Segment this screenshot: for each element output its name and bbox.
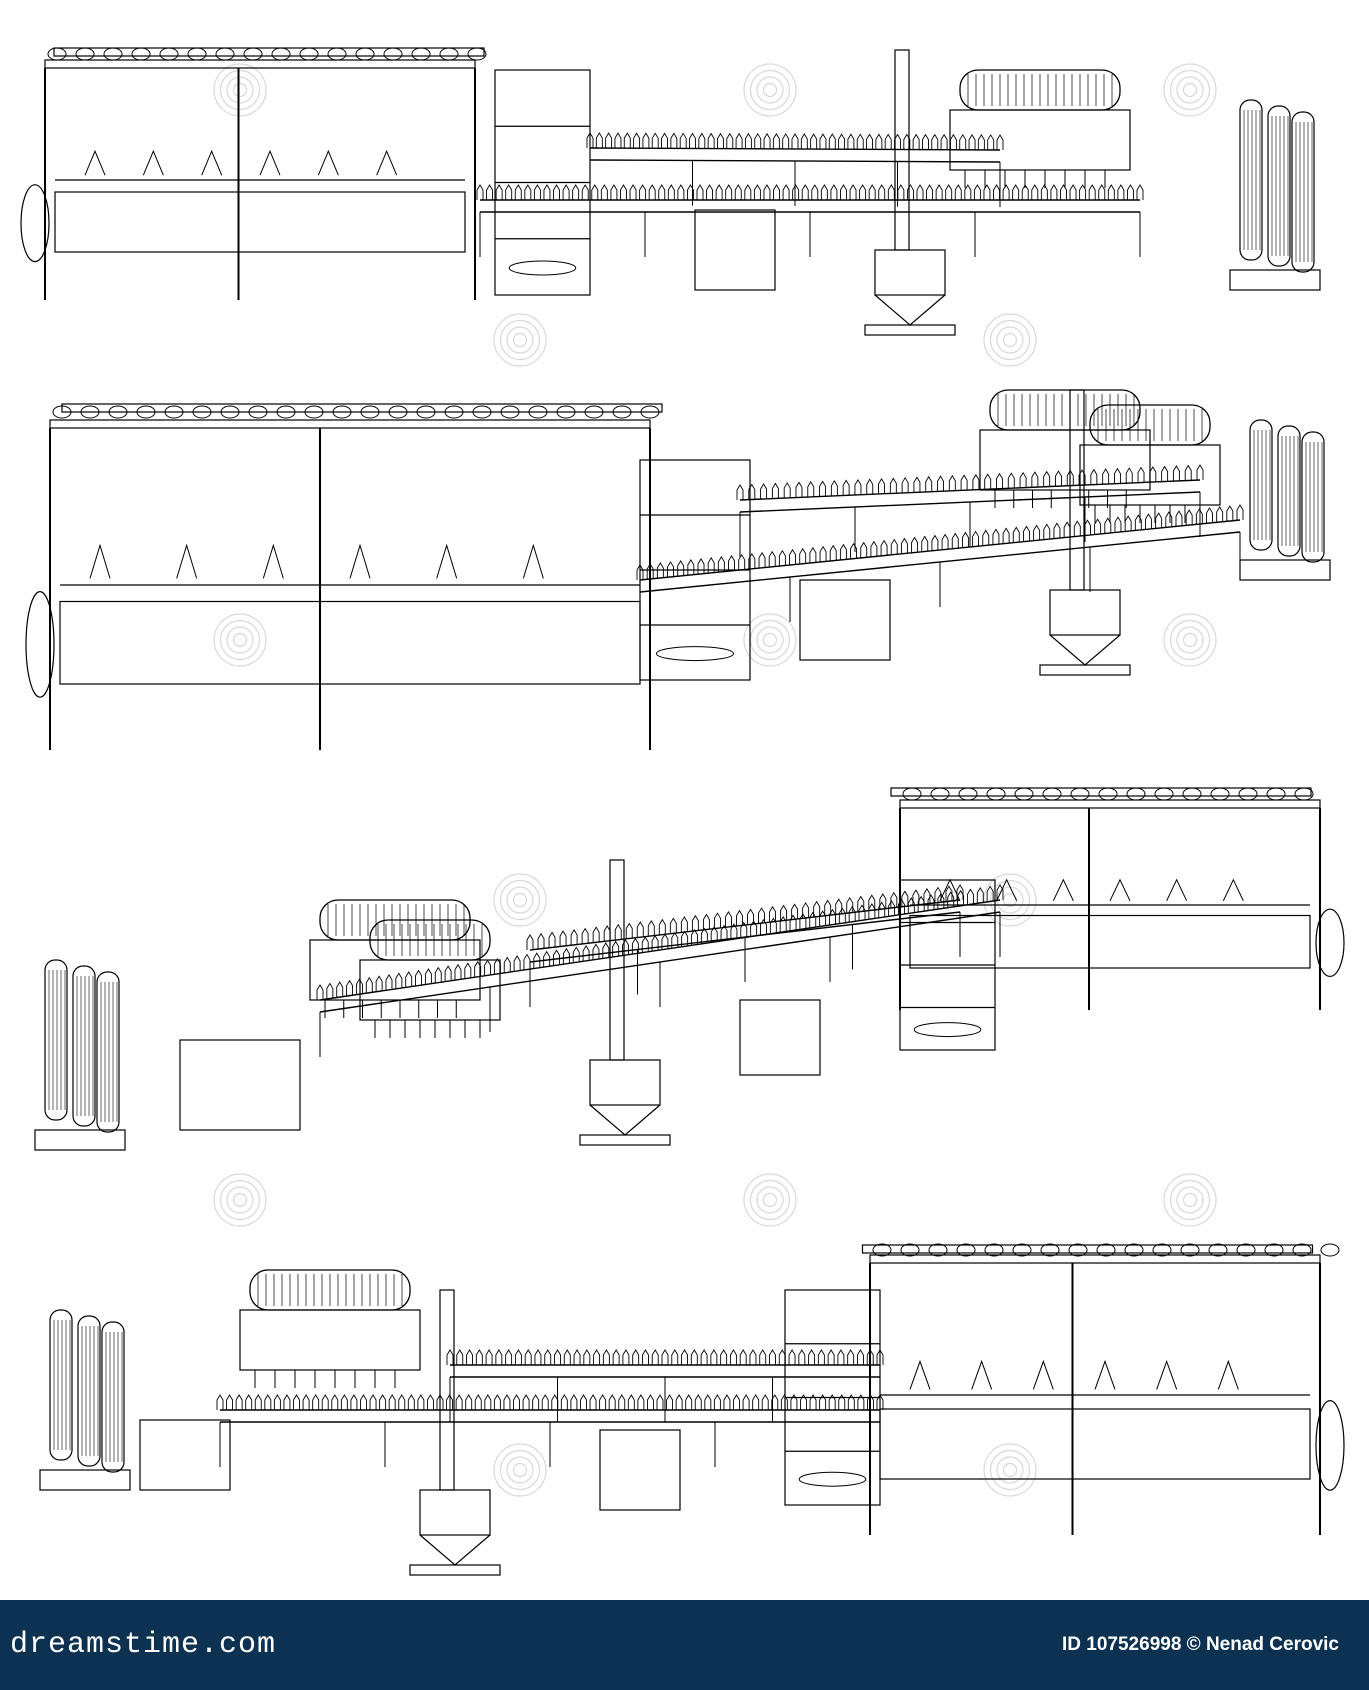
capping-hopper xyxy=(864,49,956,336)
capping-hopper xyxy=(579,859,671,1146)
capping-hopper xyxy=(409,1289,501,1576)
bottle-conveyor xyxy=(736,464,1204,557)
packing-frame xyxy=(20,47,487,300)
filler-machine xyxy=(979,389,1151,508)
packing-frame xyxy=(25,403,663,750)
bottle-conveyor xyxy=(446,1349,884,1422)
water-filter-tanks xyxy=(34,959,126,1151)
image-id-credit: ID 107526998 © Nenad Cerovic xyxy=(1062,1634,1339,1655)
view-3-reverse xyxy=(34,787,1345,1151)
footer-bar: dreamstime.com ID 107526998 © Nenad Cero… xyxy=(0,1600,1369,1690)
bottling-line-drawing xyxy=(20,47,1345,1576)
view-4-reverse-side xyxy=(39,1243,1345,1576)
view-2-perspective xyxy=(25,389,1331,750)
water-filter-tanks xyxy=(1239,419,1331,581)
filler-machine xyxy=(1079,404,1221,523)
shelf-rack xyxy=(899,879,996,1051)
filler-machine xyxy=(359,919,501,1038)
brand-logo-text[interactable]: dreamstime.com xyxy=(10,1628,277,1662)
water-filter-tanks xyxy=(39,1309,131,1491)
bottle-conveyor xyxy=(476,184,1144,257)
shelf-rack xyxy=(494,69,591,296)
view-1-side xyxy=(20,47,1321,336)
bottle-conveyor xyxy=(216,1394,884,1467)
illustration xyxy=(20,47,1345,1576)
watermark-layer xyxy=(213,63,1217,1497)
shelf-rack xyxy=(639,459,751,681)
water-filter-tanks xyxy=(1229,99,1321,291)
filler-machine xyxy=(309,899,481,1018)
shelf-rack xyxy=(784,1289,881,1506)
filler-machine xyxy=(949,69,1131,188)
packing-frame xyxy=(890,787,1345,1010)
bottle-conveyor xyxy=(636,504,1244,637)
bottle-conveyor xyxy=(526,884,964,1007)
packing-frame xyxy=(861,1243,1345,1535)
filler-machine xyxy=(239,1269,421,1388)
capping-hopper xyxy=(1039,389,1131,676)
